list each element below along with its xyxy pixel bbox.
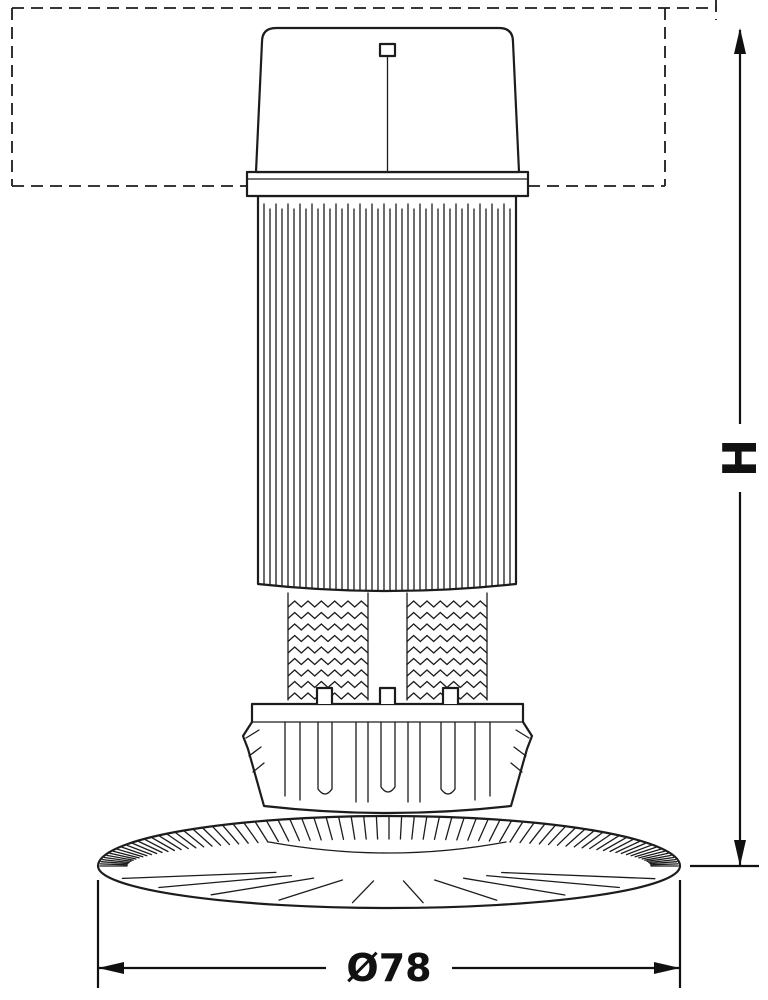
diameter-label: Ø78 — [346, 946, 431, 990]
arrowhead-down-icon — [734, 840, 746, 866]
cap-slot — [378, 42, 397, 58]
leg-mounting-flange — [245, 170, 530, 198]
arrowhead-up-icon — [734, 28, 746, 54]
base-plate — [96, 814, 682, 910]
height-label: H — [713, 439, 767, 478]
base-plate-serrations — [99, 816, 679, 867]
arrowhead-right-icon — [654, 962, 680, 974]
arrowhead-left-icon — [98, 962, 124, 974]
nut-tab-right — [441, 686, 460, 706]
height-dimension: H — [690, 28, 767, 868]
adjustment-nut — [241, 686, 534, 815]
column-ribs — [263, 203, 511, 591]
diameter-dimension: Ø78 — [96, 880, 682, 990]
cabinet-panel-dashed-outline — [11, 0, 717, 187]
threaded-spindle — [287, 592, 488, 701]
nut-tab-left — [315, 686, 334, 706]
base-plate-underside-ribs — [121, 871, 656, 904]
nut-tab-center — [378, 686, 397, 706]
leg-top-cap — [254, 26, 521, 174]
dimension-annotations: H Ø78 — [96, 28, 767, 990]
leg-ribbed-column — [256, 194, 518, 593]
